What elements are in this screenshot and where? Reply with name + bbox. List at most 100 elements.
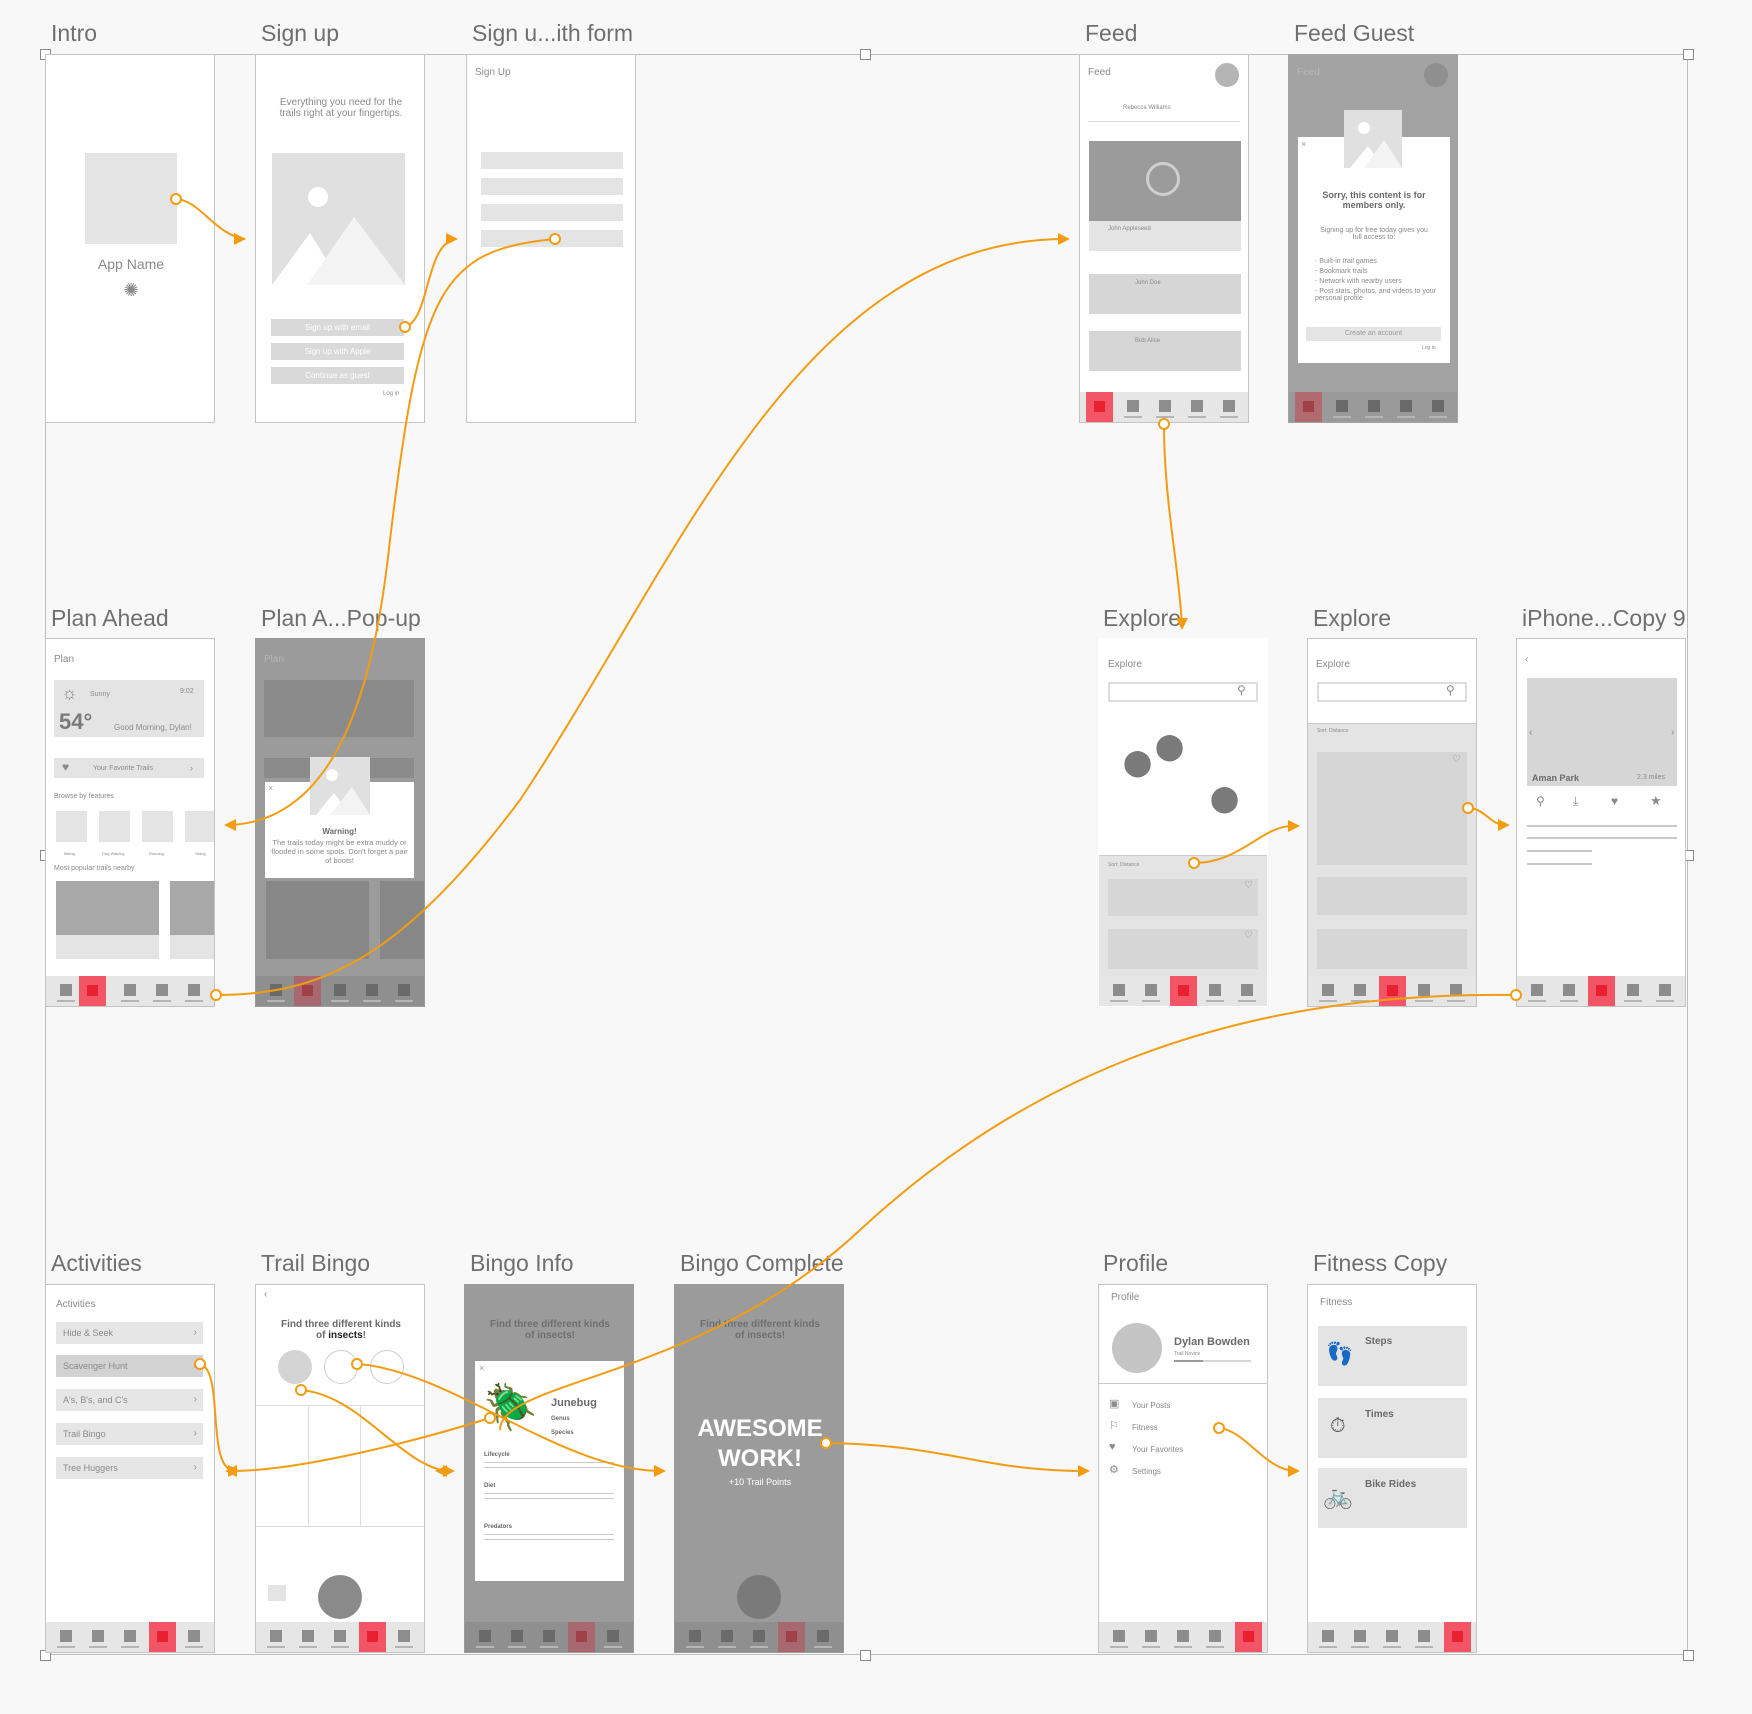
featured-card[interactable] <box>1317 752 1467 865</box>
connector-start-dot[interactable] <box>351 1358 363 1370</box>
tab-2[interactable] <box>89 1630 107 1648</box>
tab-2[interactable] <box>299 1630 317 1648</box>
feature-tile-2[interactable] <box>99 811 130 842</box>
tab-1[interactable] <box>1319 984 1337 1002</box>
fitness-card-steps[interactable] <box>1318 1326 1467 1386</box>
frame-plan[interactable]: Plan ☼ Sunny 9:02 54° Good Morning, Dyla… <box>45 638 215 1007</box>
frame-title-bingo[interactable]: Trail Bingo <box>261 1250 371 1276</box>
bingo-slot-1[interactable] <box>278 1350 312 1384</box>
play-icon[interactable] <box>1146 162 1180 196</box>
tab-5[interactable] <box>1238 984 1256 1002</box>
search-input[interactable] <box>1108 682 1258 702</box>
profile-menu-fitness[interactable]: Fitness <box>1132 1423 1158 1432</box>
trail-card-2[interactable] <box>170 881 214 935</box>
tab-2[interactable] <box>1142 1630 1160 1648</box>
avatar[interactable] <box>1112 1323 1162 1373</box>
connector-plan-feed[interactable] <box>215 238 1066 996</box>
close-icon[interactable]: × <box>1301 139 1307 149</box>
feature-tile-4[interactable] <box>185 811 214 842</box>
signup-apple-button[interactable]: Sign up with Apple <box>271 343 404 360</box>
tab-5[interactable] <box>185 1630 203 1648</box>
connector-form-plan[interactable] <box>229 238 556 826</box>
feature-tile-3[interactable] <box>142 811 173 842</box>
activity-item-3[interactable]: A's, B's, and C's› <box>56 1389 203 1411</box>
result-card-1[interactable] <box>1317 877 1467 915</box>
connector-slot-complete[interactable] <box>356 1363 661 1472</box>
resize-handle-tr[interactable] <box>1683 49 1694 60</box>
profile-menu-favorites[interactable]: Your Favorites <box>1132 1445 1184 1454</box>
tab-2[interactable] <box>1124 400 1142 418</box>
tab-4[interactable] <box>1206 984 1224 1002</box>
bingo-slot-3[interactable] <box>370 1350 404 1384</box>
frame-title-explore-list[interactable]: Explore <box>1313 605 1391 631</box>
feature-tile-1[interactable] <box>56 811 87 842</box>
form-field-3[interactable] <box>481 204 623 221</box>
connector-start-dot[interactable] <box>1188 857 1200 869</box>
tab-5[interactable] <box>1220 400 1238 418</box>
frame-title-bingo-info[interactable]: Bingo Info <box>470 1250 574 1276</box>
connector-detail-activities[interactable] <box>499 993 1517 1431</box>
directions-icon[interactable]: ⚲ <box>1536 794 1545 808</box>
tab-4[interactable] <box>1624 984 1642 1002</box>
tab-1[interactable] <box>57 1630 75 1648</box>
frame-trail-detail[interactable]: ‹ ‹ › Aman Park 2.3 miles ⚲ ⤓ ♥ ★ <box>1516 638 1686 1007</box>
result-card-1[interactable] <box>1108 879 1258 916</box>
form-field-2[interactable] <box>481 178 623 195</box>
frame-feed[interactable]: Feed Rebecca Williams John Appleseed Joh… <box>1079 54 1249 423</box>
connector-start-dot[interactable] <box>820 1437 832 1449</box>
modal-login-link[interactable]: Log in <box>1422 345 1436 351</box>
frame-title-activities[interactable]: Activities <box>51 1250 142 1276</box>
connector-start-dot[interactable] <box>170 193 182 205</box>
tab-3[interactable] <box>121 1630 139 1648</box>
form-field-1[interactable] <box>481 152 623 169</box>
tab-2[interactable] <box>1560 984 1578 1002</box>
continue-guest-button[interactable]: Continue as guest <box>271 367 404 384</box>
search-icon[interactable]: ⚲ <box>1237 683 1246 697</box>
connector-explore-list[interactable] <box>1193 825 1293 864</box>
tab-4[interactable] <box>1397 400 1415 418</box>
tab-active-profile[interactable] <box>1235 1622 1262 1652</box>
connector-start-dot[interactable] <box>1462 802 1474 814</box>
tab-3[interactable] <box>1156 400 1174 418</box>
frame-bingo-complete[interactable]: Find three different kinds of insects! A… <box>674 1284 844 1653</box>
back-icon[interactable]: ‹ <box>264 1289 268 1300</box>
search-icon[interactable]: ⚲ <box>1446 683 1455 697</box>
create-account-button[interactable]: Create an account <box>1306 327 1441 341</box>
post-card-1[interactable] <box>1089 274 1241 314</box>
frame-title-explore-map[interactable]: Explore <box>1103 605 1181 631</box>
tab-3[interactable] <box>121 984 139 1002</box>
frame-intro[interactable]: App Name ✺ <box>45 54 215 423</box>
login-link[interactable]: Log in <box>383 391 400 397</box>
frame-title-feed[interactable]: Feed <box>1085 20 1138 46</box>
tab-4[interactable] <box>1415 984 1433 1002</box>
tab-5[interactable] <box>1656 984 1674 1002</box>
heart-icon[interactable]: ♥ <box>1611 794 1619 808</box>
tab-5[interactable] <box>185 984 203 1002</box>
frame-title-intro[interactable]: Intro <box>51 20 98 46</box>
frame-bingo[interactable]: ‹ Find three different kinds of insects! <box>255 1284 425 1653</box>
connector-start-dot[interactable] <box>549 233 561 245</box>
tab-1[interactable] <box>57 984 75 1002</box>
profile-menu-posts[interactable]: Your Posts <box>1132 1401 1171 1410</box>
fitness-card-bike[interactable] <box>1318 1468 1467 1528</box>
activity-item-4[interactable]: Trail Bingo› <box>56 1423 203 1445</box>
tab-2[interactable] <box>1333 400 1351 418</box>
carousel-next-icon[interactable]: › <box>1671 727 1675 738</box>
post-card-2[interactable] <box>1089 331 1241 371</box>
gallery-icon[interactable] <box>268 1585 286 1601</box>
avatar-icon[interactable] <box>1215 63 1239 87</box>
frame-title-signup-form[interactable]: Sign u...ith form <box>472 20 634 46</box>
connector-start-dot[interactable] <box>399 321 411 333</box>
connector-start-dot[interactable] <box>484 1412 496 1424</box>
tab-1[interactable] <box>267 1630 285 1648</box>
tab-active-profile[interactable] <box>1444 1622 1471 1652</box>
frame-activities[interactable]: Activities Hide & Seek› Scavenger Hunt› … <box>45 1284 215 1653</box>
close-icon[interactable]: × <box>479 1363 485 1373</box>
heart-outline-icon[interactable]: ♡ <box>1244 880 1253 891</box>
carousel-prev-icon[interactable]: ‹ <box>1529 727 1533 738</box>
trail-card-1[interactable] <box>56 881 159 935</box>
signup-email-button[interactable]: Sign up with email <box>271 319 404 336</box>
connector-start-dot[interactable] <box>1213 1422 1225 1434</box>
profile-menu-settings[interactable]: Settings <box>1132 1467 1161 1476</box>
tab-3[interactable] <box>1365 400 1383 418</box>
